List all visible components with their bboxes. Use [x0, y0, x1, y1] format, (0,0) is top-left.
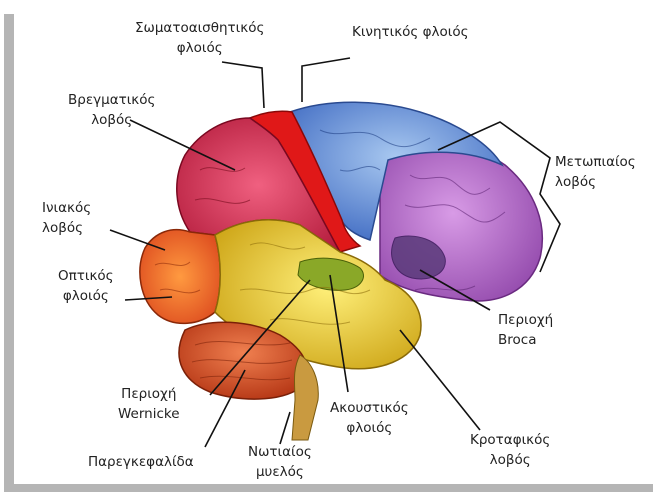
label-frontal: Μετωπιαίος λοβός	[555, 152, 636, 192]
label-somatosensory-line2: φλοιός	[135, 38, 264, 58]
label-temporal: Κροταφικός λοβός	[470, 430, 550, 470]
label-cerebellum: Παρεγκεφαλίδα	[88, 452, 194, 472]
label-wernicke: Περιοχή Wernicke	[118, 384, 180, 424]
label-parietal: Βρεγματικός λοβός	[68, 90, 155, 130]
label-parietal-line1: Βρεγματικός	[68, 90, 155, 110]
label-auditory-line2: φλοιός	[330, 418, 409, 438]
label-spinal-line2: μυελός	[248, 462, 312, 482]
label-visual: Οπτικός φλοιός	[58, 266, 114, 306]
label-somatosensory-line1: Σωματοαισθητικός	[135, 18, 264, 38]
label-somatosensory: Σωματοαισθητικός φλοιός	[135, 18, 264, 58]
label-wernicke-line2: Wernicke	[118, 404, 180, 424]
label-spinal: Νωτιαίος μυελός	[248, 442, 312, 482]
label-temporal-line2: λοβός	[470, 450, 550, 470]
label-temporal-line1: Κροταφικός	[470, 430, 550, 450]
label-broca-line2: Broca	[498, 330, 553, 350]
label-frontal-line2: λοβός	[555, 172, 636, 192]
occipital-lobe-region	[140, 230, 220, 324]
spinal-cord-region	[292, 355, 318, 440]
label-occipital: Ινιακός λοβός	[42, 198, 91, 238]
label-visual-line2: φλοιός	[58, 286, 114, 306]
label-parietal-line2: λοβός	[68, 110, 155, 130]
label-spinal-line1: Νωτιαίος	[248, 442, 312, 462]
label-cerebellum-line1: Παρεγκεφαλίδα	[88, 452, 194, 472]
label-auditory-line1: Ακουστικός	[330, 398, 409, 418]
leader-somatosensory	[222, 62, 264, 108]
frontal-lobe-region	[380, 142, 542, 301]
label-wernicke-line1: Περιοχή	[118, 384, 180, 404]
label-motor: Κινητικός φλοιός	[352, 22, 469, 42]
label-broca-line1: Περιοχή	[498, 310, 553, 330]
label-frontal-line1: Μετωπιαίος	[555, 152, 636, 172]
label-occipital-line1: Ινιακός	[42, 198, 91, 218]
label-visual-line1: Οπτικός	[58, 266, 114, 286]
label-occipital-line2: λοβός	[42, 218, 91, 238]
leader-motor	[302, 58, 350, 102]
leader-temporal	[400, 330, 480, 430]
label-broca: Περιοχή Broca	[498, 310, 553, 350]
leader-spinal	[280, 412, 290, 444]
label-auditory: Ακουστικός φλοιός	[330, 398, 409, 438]
label-motor-line1: Κινητικός φλοιός	[352, 22, 469, 42]
